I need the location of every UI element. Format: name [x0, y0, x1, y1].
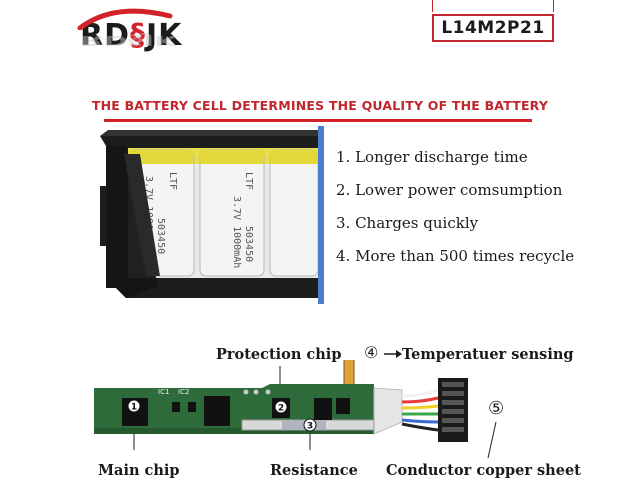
cell-print-2: LTF	[243, 172, 254, 190]
model-number-badge: L14M2P21	[432, 14, 554, 42]
feature-2: 2. Lower power comsumption	[336, 181, 563, 199]
feature-3: 3. Charges quickly	[336, 214, 479, 232]
cell-print-1-model: 503450	[155, 218, 166, 254]
brand-logo: RD§JK	[80, 18, 182, 53]
marker-3-circle	[303, 418, 317, 432]
label-conductor-copper-sheet: Conductor copper sheet	[386, 462, 581, 479]
battery-pack-image: LTF 503450 3.7V 1000mAh LTF 503450 3.7V …	[100, 126, 324, 304]
conductor-pointer	[487, 421, 497, 459]
feature-4: 4. More than 500 times recycle	[336, 247, 575, 265]
battery-cell-2	[199, 149, 265, 277]
label-temperature-sensing: Temperatuer sensing	[402, 346, 574, 363]
marker-2-circle	[274, 400, 288, 414]
label-resistance: Resistance	[270, 462, 358, 479]
battery-frame-edge	[318, 126, 324, 304]
cell-print-2-spec: 3.7V 1000mAh	[231, 196, 242, 268]
main-chip-2	[204, 396, 230, 426]
arrow-right-icon	[384, 350, 402, 358]
marker-1-circle	[127, 399, 141, 413]
cell-print-1: LTF	[167, 172, 178, 190]
marker-2: 2	[278, 404, 284, 414]
protection-chip-2	[314, 398, 332, 420]
pcb-label-ic1: IC1	[158, 388, 169, 396]
headline-underline	[104, 119, 532, 122]
logo-swoosh-icon	[77, 8, 173, 30]
cell-print-2-model: 503450	[243, 226, 254, 262]
label-protection-chip: Protection chip	[216, 346, 342, 363]
label-main-chip: Main chip	[98, 462, 180, 479]
brand-logo-part2: JK	[146, 18, 183, 53]
pcb-board-image: IC1 IC2 1 2 3	[94, 360, 468, 450]
marker-1: 1	[131, 403, 137, 413]
battery-cell-3	[269, 149, 319, 277]
pcb-label-ic2: IC2	[178, 388, 189, 396]
marker-5: ⑤	[488, 398, 505, 419]
marker-3: 3	[307, 422, 313, 432]
brand-logo-symbol: §	[130, 18, 147, 53]
feature-1: 1. Longer discharge time	[336, 148, 528, 166]
marker-4: ④	[364, 343, 379, 362]
headline: THE BATTERY CELL DETERMINES THE QUALITY …	[91, 98, 549, 113]
brand-logo-reflection: RD§JK	[80, 32, 178, 48]
